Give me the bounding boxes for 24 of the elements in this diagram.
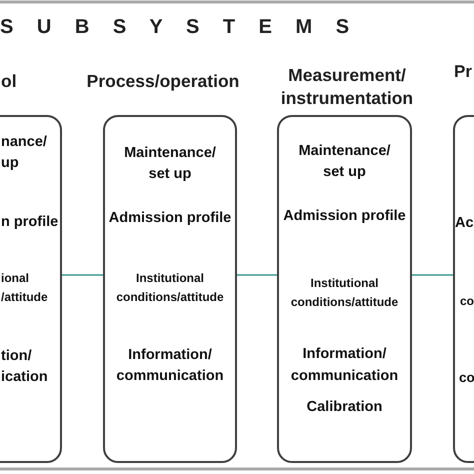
title: S U B S Y S T E M S (0, 15, 358, 39)
connector-line (237, 274, 277, 276)
item-text: co (459, 369, 473, 387)
item-text: Maintenance/ set up (298, 142, 392, 182)
item-text: ional /attitude (1, 270, 49, 306)
item-text: Admission profile (108, 209, 232, 228)
item-text: n profile (1, 213, 60, 232)
item-text: Information/ communication (115, 346, 225, 386)
column-heading: Measurement/ instrumentation (280, 64, 414, 110)
item-text: Information/ communication (290, 345, 400, 386)
item-text: co (460, 293, 473, 310)
item-text: Institutional conditions/attitude (290, 274, 400, 310)
connector-line (62, 274, 103, 276)
connector-line (412, 274, 453, 276)
column-heading: Pr (454, 61, 473, 82)
item-text: Maintenance/ set up (123, 144, 217, 184)
item-text: nance/ up (1, 133, 48, 173)
item-text: tion/ ication (1, 347, 49, 387)
item-text: Admission profile (282, 207, 407, 226)
item-text: Calibration (306, 398, 384, 417)
item-text: Ac (455, 214, 473, 233)
column-heading: Process/operation (86, 71, 240, 92)
item-text: Institutional conditions/attitude (115, 270, 225, 306)
column-heading: ol (1, 71, 18, 92)
